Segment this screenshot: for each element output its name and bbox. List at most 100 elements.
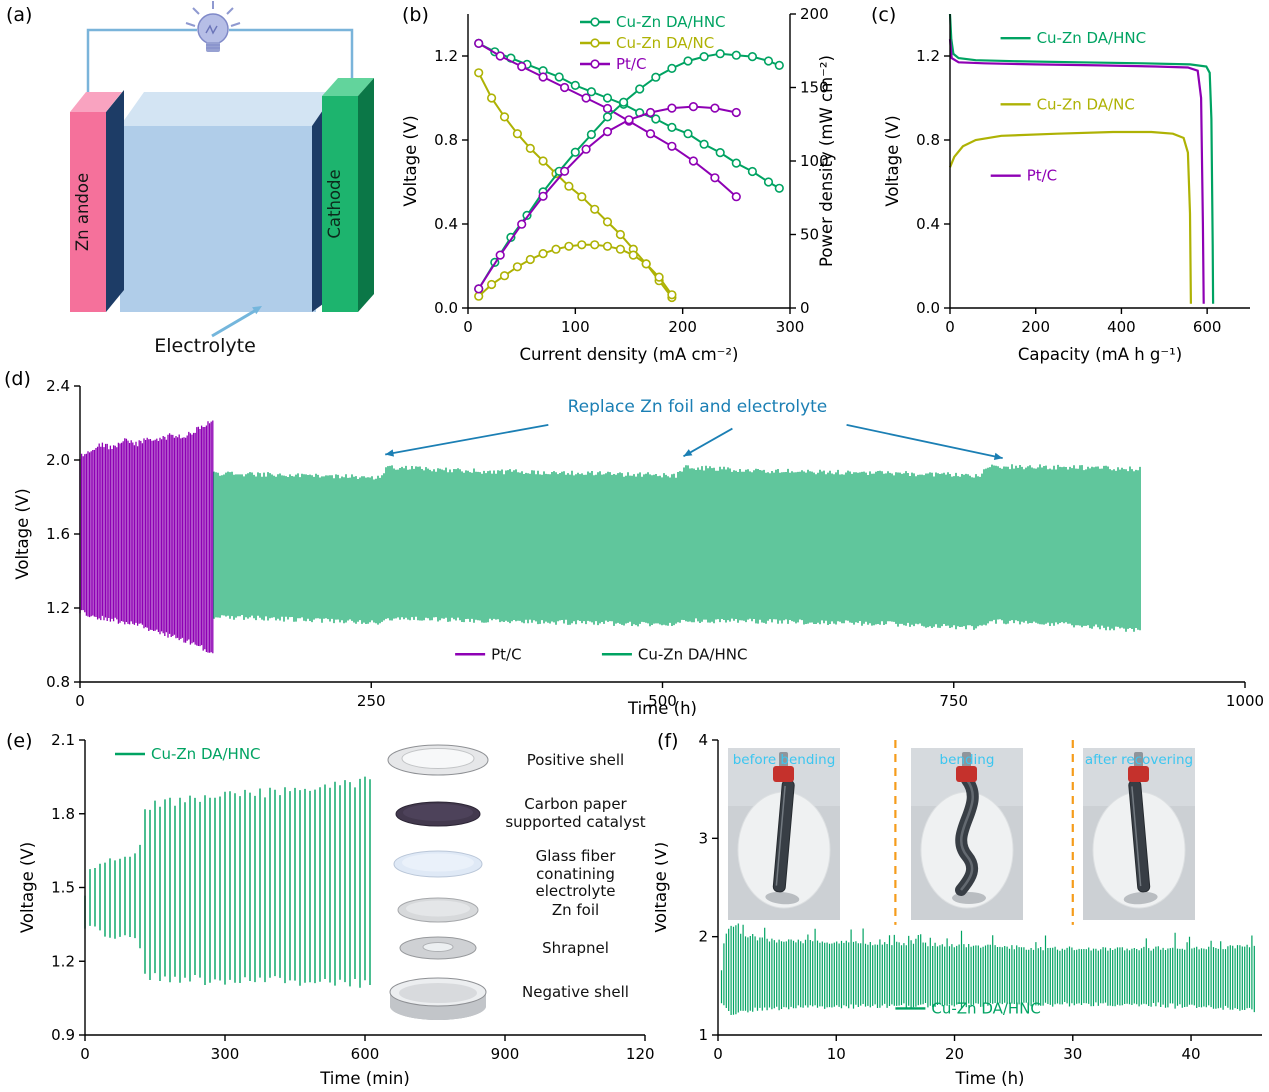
- svg-text:Pt/C: Pt/C: [491, 645, 521, 663]
- coin-part-glass-fiber: [393, 850, 483, 878]
- electrolyte-label: Electrolyte: [154, 335, 256, 357]
- panel-e-tag: (e): [6, 730, 33, 752]
- coin-label-positive-shell: Positive shell: [526, 751, 625, 769]
- svg-text:2.4: 2.4: [46, 377, 70, 395]
- photo-bending: [911, 748, 1023, 920]
- svg-text:150: 150: [800, 79, 829, 97]
- svg-text:900: 900: [491, 1045, 520, 1063]
- svg-text:2.1: 2.1: [51, 731, 75, 749]
- cathode-slab: Cathode: [322, 78, 374, 312]
- photo-after-recovering: [1083, 748, 1195, 920]
- panel-f-tag: (f): [657, 730, 679, 752]
- svg-text:100: 100: [800, 152, 829, 170]
- cathode-label: Cathode: [325, 169, 344, 238]
- svg-text:Cu-Zn DA/HNC: Cu-Zn DA/HNC: [931, 999, 1041, 1017]
- svg-text:0: 0: [713, 1045, 723, 1063]
- svg-text:0.8: 0.8: [434, 131, 458, 149]
- svg-text:Pt/C: Pt/C: [616, 55, 646, 73]
- svg-text:200: 200: [800, 5, 829, 23]
- electrolyte-arrow-icon: [211, 306, 262, 338]
- svg-text:Time (h): Time (h): [955, 1069, 1025, 1088]
- svg-text:1000: 1000: [1226, 692, 1264, 710]
- electrolyte-box-top: [120, 92, 340, 126]
- panel-b-tag: (b): [402, 4, 429, 26]
- svg-text:Voltage (V): Voltage (V): [13, 488, 32, 579]
- svg-text:3: 3: [698, 829, 708, 847]
- svg-text:600: 600: [1193, 318, 1222, 336]
- svg-text:4: 4: [698, 731, 708, 749]
- svg-text:1.5: 1.5: [51, 879, 75, 897]
- svg-text:Replace Zn foil and electrolyt: Replace Zn foil and electrolyte: [568, 397, 828, 417]
- svg-text:Cu-Zn DA/HNC: Cu-Zn DA/HNC: [616, 13, 726, 31]
- svg-text:200: 200: [1021, 318, 1050, 336]
- svg-text:600: 600: [351, 1045, 380, 1063]
- photo-caption-before-bending: before bending: [732, 752, 836, 768]
- panel-c-tag: (c): [871, 4, 897, 26]
- svg-text:500: 500: [648, 692, 677, 710]
- photo-caption-after-recovering: after recovering: [1084, 752, 1194, 768]
- svg-text:Capacity (mA h g⁻¹): Capacity (mA h g⁻¹): [1018, 345, 1182, 364]
- svg-text:Time (h): Time (h): [627, 699, 697, 718]
- svg-text:30: 30: [1063, 1045, 1082, 1063]
- svg-text:0.4: 0.4: [434, 215, 458, 233]
- svg-text:Power density (mW cm⁻²): Power density (mW cm⁻²): [817, 55, 836, 267]
- svg-text:0.8: 0.8: [46, 673, 70, 691]
- electrolyte-box-front: [120, 126, 316, 312]
- battery-schematic: Zn andoe Cathode Electrolyte: [70, 1, 374, 357]
- svg-text:750: 750: [939, 692, 968, 710]
- svg-text:2.0: 2.0: [46, 451, 70, 469]
- coin-label-negative-shell: Negative shell: [522, 983, 629, 1001]
- flexible-battery-cycling-chart: (f): [655, 722, 1269, 1092]
- coin-part-zn-foil: [397, 897, 479, 923]
- svg-text:Current density (mA cm⁻²): Current density (mA cm⁻²): [520, 345, 739, 364]
- coin-part-catalyst: [395, 801, 481, 827]
- svg-text:100: 100: [561, 318, 590, 336]
- zn-anode-slab: Zn andoe: [70, 92, 122, 312]
- svg-text:Voltage (V): Voltage (V): [655, 842, 670, 933]
- coin-part-negative-shell: [389, 977, 487, 1020]
- svg-text:400: 400: [1107, 318, 1136, 336]
- svg-text:1.8: 1.8: [51, 805, 75, 823]
- svg-text:200: 200: [668, 318, 697, 336]
- svg-text:2: 2: [698, 928, 708, 946]
- svg-text:Cu-Zn DA/NC: Cu-Zn DA/NC: [1037, 95, 1135, 113]
- svg-text:1.2: 1.2: [434, 47, 458, 65]
- svg-text:Cu-Zn DA/HNC: Cu-Zn DA/HNC: [1037, 29, 1147, 47]
- light-bulb-icon: [185, 1, 241, 52]
- svg-text:0.8: 0.8: [916, 131, 940, 149]
- svg-text:Voltage (V): Voltage (V): [18, 842, 37, 933]
- svg-text:1.6: 1.6: [46, 525, 70, 543]
- svg-text:10: 10: [827, 1045, 846, 1063]
- svg-text:1.2: 1.2: [916, 47, 940, 65]
- svg-text:Cu-Zn DA/NC: Cu-Zn DA/NC: [616, 34, 714, 52]
- svg-text:Cu-Zn DA/HNC: Cu-Zn DA/HNC: [638, 645, 748, 663]
- svg-text:Voltage (V): Voltage (V): [883, 115, 902, 206]
- svg-text:Voltage (V): Voltage (V): [401, 115, 420, 206]
- svg-text:0: 0: [75, 692, 85, 710]
- coin-label-glass-fiber: Glass fiber conatining electrolyte: [535, 847, 616, 901]
- box-shadow-left: [106, 90, 124, 312]
- coin-label-shrapnel: Shrapnel: [542, 939, 609, 957]
- photo-before-bending: [728, 748, 840, 920]
- svg-text:1: 1: [698, 1026, 708, 1044]
- svg-text:0.0: 0.0: [916, 299, 940, 317]
- anode-label: Zn andoe: [73, 173, 92, 251]
- svg-text:300: 300: [211, 1045, 240, 1063]
- wire-left: [86, 28, 197, 112]
- coin-cell-cycling-chart: (e): [0, 722, 655, 1092]
- svg-text:Pt/C: Pt/C: [1027, 167, 1057, 185]
- svg-text:50: 50: [800, 226, 819, 244]
- svg-text:300: 300: [776, 318, 805, 336]
- coin-part-shrapnel: [399, 936, 477, 960]
- svg-text:40: 40: [1181, 1045, 1200, 1063]
- svg-text:0: 0: [945, 318, 955, 336]
- svg-text:0.9: 0.9: [51, 1026, 75, 1044]
- svg-text:Time (min): Time (min): [319, 1069, 410, 1088]
- svg-text:250: 250: [357, 692, 386, 710]
- photo-caption-bending: bending: [939, 752, 995, 768]
